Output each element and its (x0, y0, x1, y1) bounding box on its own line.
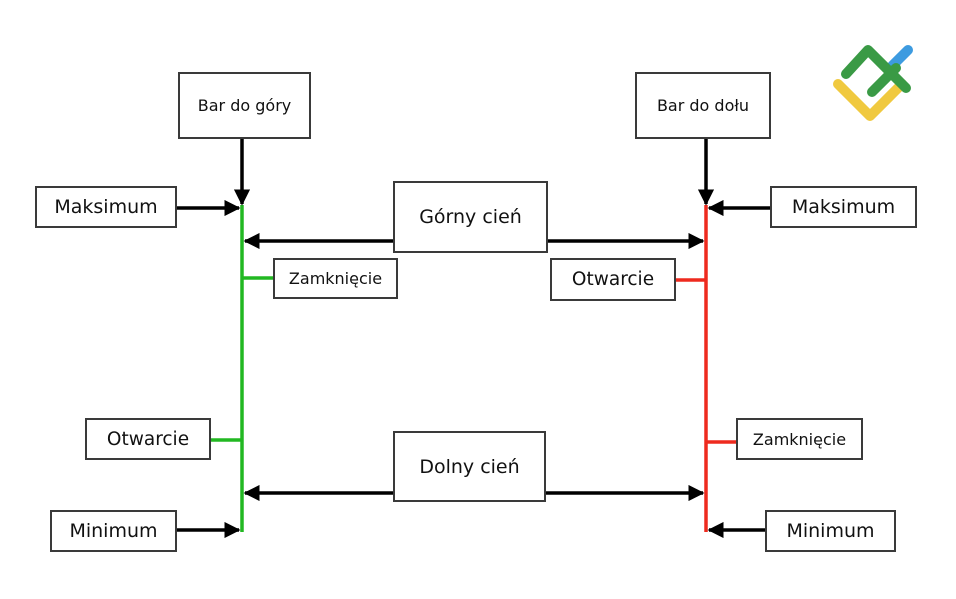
upper-shadow-label: Górny cień (393, 181, 548, 253)
bullish-low-label: Minimum (50, 510, 177, 552)
bullish-bar (210, 205, 273, 532)
bearish-bar (675, 205, 736, 532)
bearish-high-label: Maksimum (770, 186, 917, 228)
bearish-low-label: Minimum (765, 510, 896, 552)
bullish-high-label: Maksimum (35, 186, 177, 228)
bearish-bar-title-box: Bar do dołu (635, 72, 771, 139)
bullish-close-label: Zamknięcie (273, 258, 398, 299)
bullish-bar-title-box: Bar do góry (178, 72, 311, 139)
bearish-close-label: Zamknięcie (736, 418, 863, 460)
logo-yellow-chevron (833, 79, 907, 121)
bearish-open-label: Otwarcie (550, 258, 676, 301)
bullish-open-label: Otwarcie (85, 418, 211, 460)
logo-green-inner (867, 63, 901, 97)
arrows (176, 138, 770, 539)
lower-shadow-label: Dolny cień (393, 431, 546, 502)
brand-logo-icon (833, 45, 913, 121)
